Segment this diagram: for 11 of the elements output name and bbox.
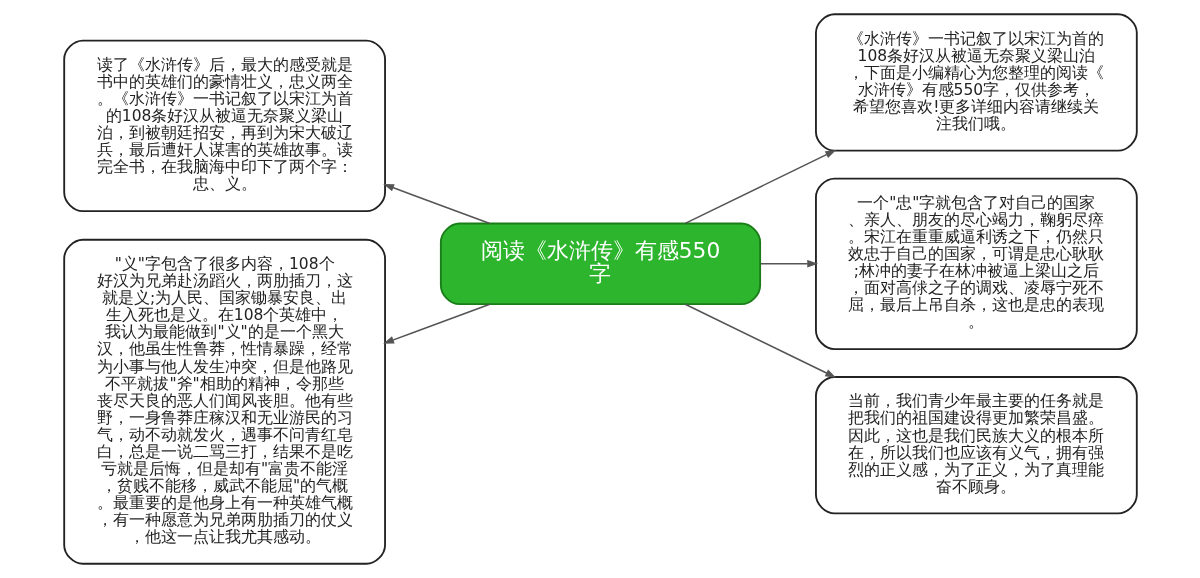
node-box: 《水浒传》一书记叙了以宋江为首的108条好汉从被逼无奈聚义梁山泊，下面是小编精心为您整理的阅读《水浒传》有感550字，仅供参考，希望您喜欢!更多详细内容请继续关注我们哦。 xyxy=(814,13,1138,152)
arrow xyxy=(683,303,836,378)
node-box: 一个"忠"字就包含了对自己的国家、亲人、朋友的尽心竭力，鞠躬尽瘁。宋江在重重威逼利诱之下，仍然只效忠于自己的国家，可谓是忠心耿耿;林冲的妻子在林冲被逼上梁山之后，面对高俅之子的调戏、凌辱宁死不屈，最后上吊自杀，这也是忠的表现。 xyxy=(814,177,1138,350)
node-box: 阅读《水浒传》有感550字 xyxy=(439,222,761,306)
node-box: 当前，我们青少年最主要的任务就是把我们的祖国建设得更加繁荣昌盛。因此，这也是我们民族大义的根本所在，所以我们也应该有义气，拥有强烈的正义感，为了正义，为了真理能奋不顾身。 xyxy=(814,376,1138,515)
node-box: "义"字包含了很多内容，108个好汉为兄弟赴汤蹈火，两肋插刀，这就是义;为人民、国家锄暴安良、出生入死也是义。在108个英雄中，我认为最能做到"义"的是一个黑大汉，他虽生性鲁莽，性情暴躁，经常为小事与他人发生冲突，但是他路见不平就拔"斧"相助的精神，令那些丧尽天良的恶人们闻风丧胆。他有些野，一身鲁莽庄稼汉和无业游民的习气，动不动就发火，遇事不问青红皂白，总是一说二骂三打，结果不是吃亏就是后悔，但是却有"富贵不能淫，贫贱不能移，威武不能屈"的气概。最重要的是他身上有一种英雄气概，有一种愿意为兄弟两肋插刀的仗义，他这一点让我尤其感动。 xyxy=(62,238,386,565)
arrow xyxy=(382,303,491,344)
arrow xyxy=(382,183,491,225)
arrow xyxy=(683,149,836,225)
arrow xyxy=(759,260,818,268)
node-box: 读了《水浒传》后，最大的感受就是书中的英雄们的豪情壮义，忠义两全。《水浒传》一书记叙了以宋江为首的108条好汉从被逼无奈聚义梁山泊，到被朝廷招安，再到为宋大破辽兵，最后遭奸人谋害的英雄故事。读完全书，在我脑海中印下了两个字：忠、义。 xyxy=(62,39,386,213)
